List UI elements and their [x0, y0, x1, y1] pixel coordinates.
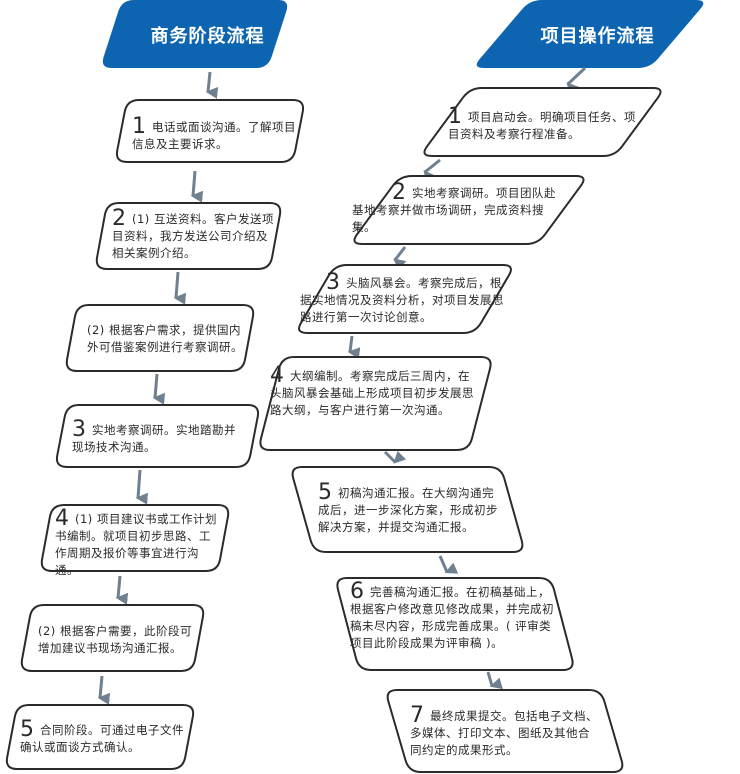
step-description: 实地考察调研。项目团队赴基地考察并做市场调研，完成资料搜集。 — [352, 186, 556, 234]
business-step-3-box — [65, 304, 255, 372]
step-description: 大纲编制。考察完成后三周内，在头脑风暴会基础上形成项目初步发展思路大纲，与客户进… — [270, 369, 474, 417]
project-step-6-box — [336, 577, 574, 671]
business-arrow-3 — [173, 271, 187, 305]
project-arrow-1 — [566, 66, 587, 96]
project-arrow-3 — [393, 246, 407, 271]
step-description: 最终成果提交。包括电子文档、多媒体、打印文本、图纸及其他合同约定的成果形式。 — [410, 709, 598, 757]
business-header-shape — [102, 0, 288, 68]
step-description: 实地考察调研。实地踏勘并现场技术沟通。 — [72, 423, 236, 454]
project-step-4-box — [259, 356, 492, 451]
business-step-2-text: 2(1) 互送资料。客户发送项目资料，我方发送公司介绍及相关案例介绍。 — [112, 208, 274, 262]
step-number: 5 — [318, 480, 332, 505]
business-header-title: 商务阶段流程 — [150, 26, 265, 47]
step-description: (1) 互送资料。客户发送项目资料，我方发送公司介绍及相关案例介绍。 — [112, 212, 274, 260]
business-arrow-7 — [97, 675, 111, 705]
business-step-6-text: (2) 根据客户需要，此阶段可增加建议书现场沟通汇报。 — [38, 623, 198, 657]
project-arrow-2 — [423, 158, 441, 184]
step-number: 5 — [20, 717, 34, 742]
project-step-5-box — [291, 466, 524, 553]
business-step-6-box — [20, 604, 205, 672]
step-number: 3 — [326, 270, 340, 295]
step-description: (2) 根据客户需求，提供国内外可借鉴案例进行考察调研。 — [87, 323, 243, 354]
business-arrow-5 — [135, 469, 149, 505]
step-number: 3 — [72, 417, 86, 442]
step-description: 初稿沟通汇报。在大纲沟通完成后，进一步深化方案，形成初步解决方案，并提交沟通汇报… — [318, 486, 498, 534]
step-description: (1) 项目建议书或工作计划书编制。就项目初步思路、工作周期及报价等事宜进行沟通… — [55, 512, 217, 577]
step-number: 2 — [112, 206, 126, 231]
business-step-5-box — [40, 504, 230, 572]
project-step-3-box — [298, 264, 512, 334]
business-step-1-box — [115, 99, 305, 163]
business-arrow-6 — [115, 575, 129, 605]
business-step-5-text: 4(1) 项目建议书或工作计划书编制。就项目初步思路、工作周期及报价等事宜进行沟… — [55, 508, 220, 579]
project-step-7-box — [386, 689, 624, 773]
step-description: 完善稿沟通汇报。在初稿基础上，根据客户修改意见修改成果，并完成初稿未尽内容，形成… — [350, 585, 554, 650]
project-header-shape — [476, 0, 704, 68]
project-step-2-box — [353, 175, 585, 245]
project-arrow-4 — [347, 335, 361, 360]
step-description: 项目启动会。明确项目任务、项目资料及考察行程准备。 — [448, 110, 636, 141]
business-arrow-4 — [152, 373, 166, 405]
step-number: 7 — [410, 703, 424, 728]
step-number: 6 — [350, 579, 364, 604]
step-description: 电话或面谈沟通。了解项目信息及主要诉求。 — [132, 120, 296, 151]
business-step-2-box — [95, 202, 282, 270]
business-step-3-text: (2) 根据客户需求，提供国内外可借鉴案例进行考察调研。 — [87, 322, 247, 356]
business-step-7-box — [5, 704, 195, 770]
step-number: 1 — [132, 114, 146, 139]
step-number: 4 — [270, 363, 284, 388]
business-arrow-1 — [205, 71, 219, 99]
business-arrow-2 — [190, 170, 204, 203]
project-arrow-6 — [438, 555, 459, 574]
step-description: (2) 根据客户需要，此阶段可增加建议书现场沟通汇报。 — [38, 624, 192, 655]
project-arrow-5 — [383, 450, 407, 464]
business-step-4-box — [55, 404, 260, 468]
step-description: 头脑风暴会。考察完成后，根据实地情况及资料分析，对项目发展思路进行第一次讨论创意… — [300, 276, 504, 324]
project-header-title: 项目操作流程 — [540, 26, 655, 47]
project-arrow-7 — [486, 671, 503, 690]
step-number: 2 — [392, 180, 406, 205]
project-step-1-box — [423, 87, 662, 157]
step-number: 4 — [55, 506, 69, 531]
step-number: 1 — [448, 104, 462, 129]
step-description: 合同阶段。可通过电子文件确认或面谈方式确认。 — [20, 723, 184, 754]
